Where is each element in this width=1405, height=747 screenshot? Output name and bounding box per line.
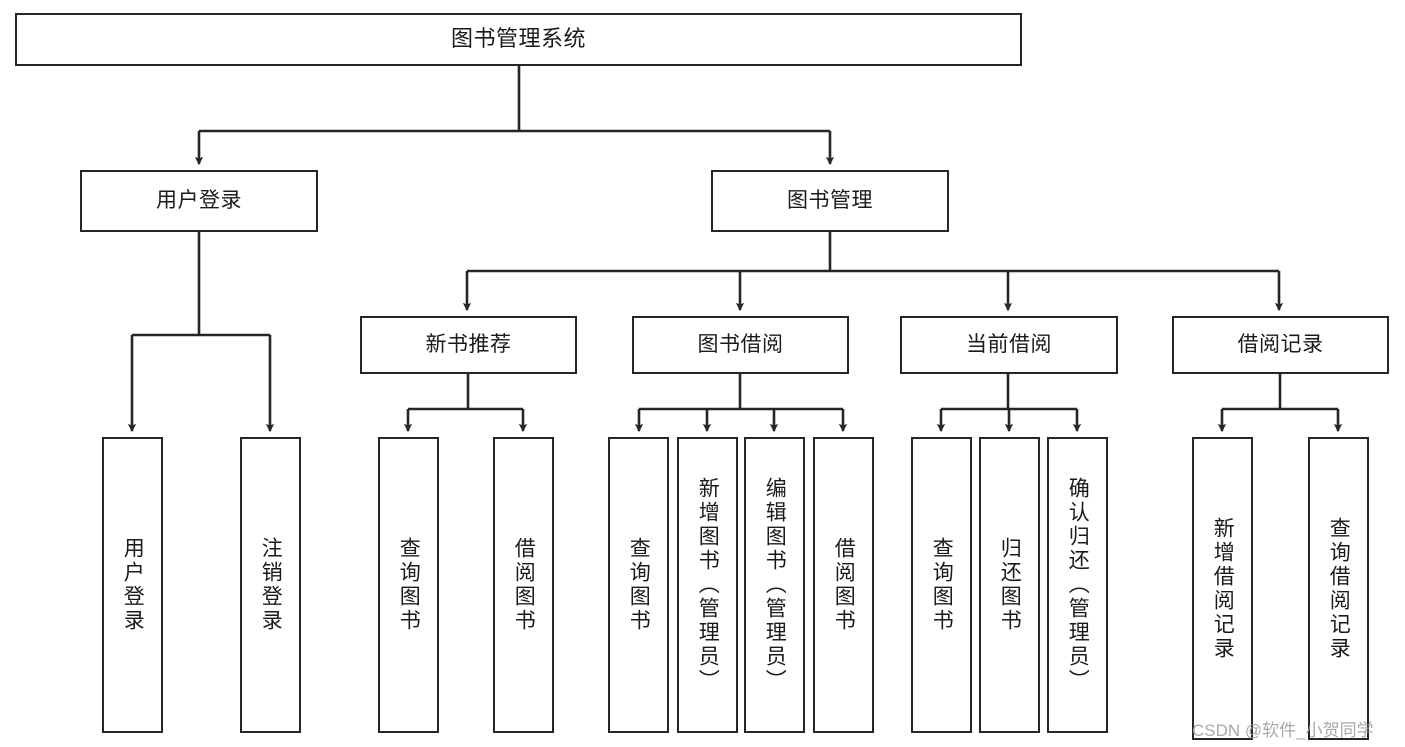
node-label: 查询图书	[397, 537, 421, 633]
leaf-borrow-record-0[interactable]: 新增借阅记录	[1192, 437, 1253, 740]
node-label: 确认归还（管理员）	[1066, 477, 1090, 693]
leaf-book-borrow-1[interactable]: 新增图书（管理员）	[677, 437, 738, 733]
leaf-new-book-recommend-0[interactable]: 查询图书	[378, 437, 439, 733]
leaf-current-borrow-2[interactable]: 确认归还（管理员）	[1047, 437, 1108, 733]
node-user-login[interactable]: 用户登录	[80, 170, 318, 232]
node-root-book-management-system[interactable]: 图书管理系统	[15, 13, 1022, 66]
node-label: 新书推荐	[425, 333, 512, 357]
node-label: 新增借阅记录	[1211, 516, 1235, 661]
node-label: 编辑图书（管理员）	[763, 477, 787, 693]
node-label: 当前借阅	[966, 333, 1052, 357]
leaf-current-borrow-1[interactable]: 归还图书	[979, 437, 1040, 733]
node-label: 新增图书（管理员）	[696, 477, 720, 693]
leaf-current-borrow-0[interactable]: 查询图书	[911, 437, 972, 733]
node-label: 用户登录	[156, 189, 242, 213]
leaf-book-borrow-3[interactable]: 借阅图书	[813, 437, 874, 733]
node-book-borrow[interactable]: 图书借阅	[632, 316, 849, 374]
node-borrow-record[interactable]: 借阅记录	[1172, 316, 1389, 374]
leaf-book-borrow-2[interactable]: 编辑图书（管理员）	[744, 437, 805, 733]
node-label: 查询图书	[930, 537, 954, 633]
node-book-management[interactable]: 图书管理	[711, 170, 949, 232]
node-current-borrow[interactable]: 当前借阅	[900, 316, 1118, 374]
node-label: 归还图书	[998, 537, 1022, 633]
leaf-user-login-1[interactable]: 注销登录	[240, 437, 301, 733]
node-label: 用户登录	[121, 537, 145, 633]
node-label: 图书管理系统	[450, 26, 586, 52]
leaf-borrow-record-1[interactable]: 查询借阅记录	[1308, 437, 1369, 740]
csdn-watermark: CSDN @软件_小贺同学	[1192, 721, 1374, 740]
node-label: 借阅图书	[832, 537, 856, 633]
leaf-user-login-0[interactable]: 用户登录	[102, 437, 163, 733]
node-label: 图书借阅	[697, 333, 784, 357]
node-label: 借阅图书	[512, 537, 536, 633]
leaf-book-borrow-0[interactable]: 查询图书	[608, 437, 669, 733]
node-label: 查询借阅记录	[1327, 516, 1351, 661]
leaf-new-book-recommend-1[interactable]: 借阅图书	[493, 437, 554, 733]
node-label: 注销登录	[259, 537, 283, 633]
node-label: 借阅记录	[1237, 333, 1324, 357]
node-label: 查询图书	[627, 537, 651, 633]
node-label: 图书管理	[787, 189, 873, 213]
node-new-book-recommend[interactable]: 新书推荐	[360, 316, 577, 374]
